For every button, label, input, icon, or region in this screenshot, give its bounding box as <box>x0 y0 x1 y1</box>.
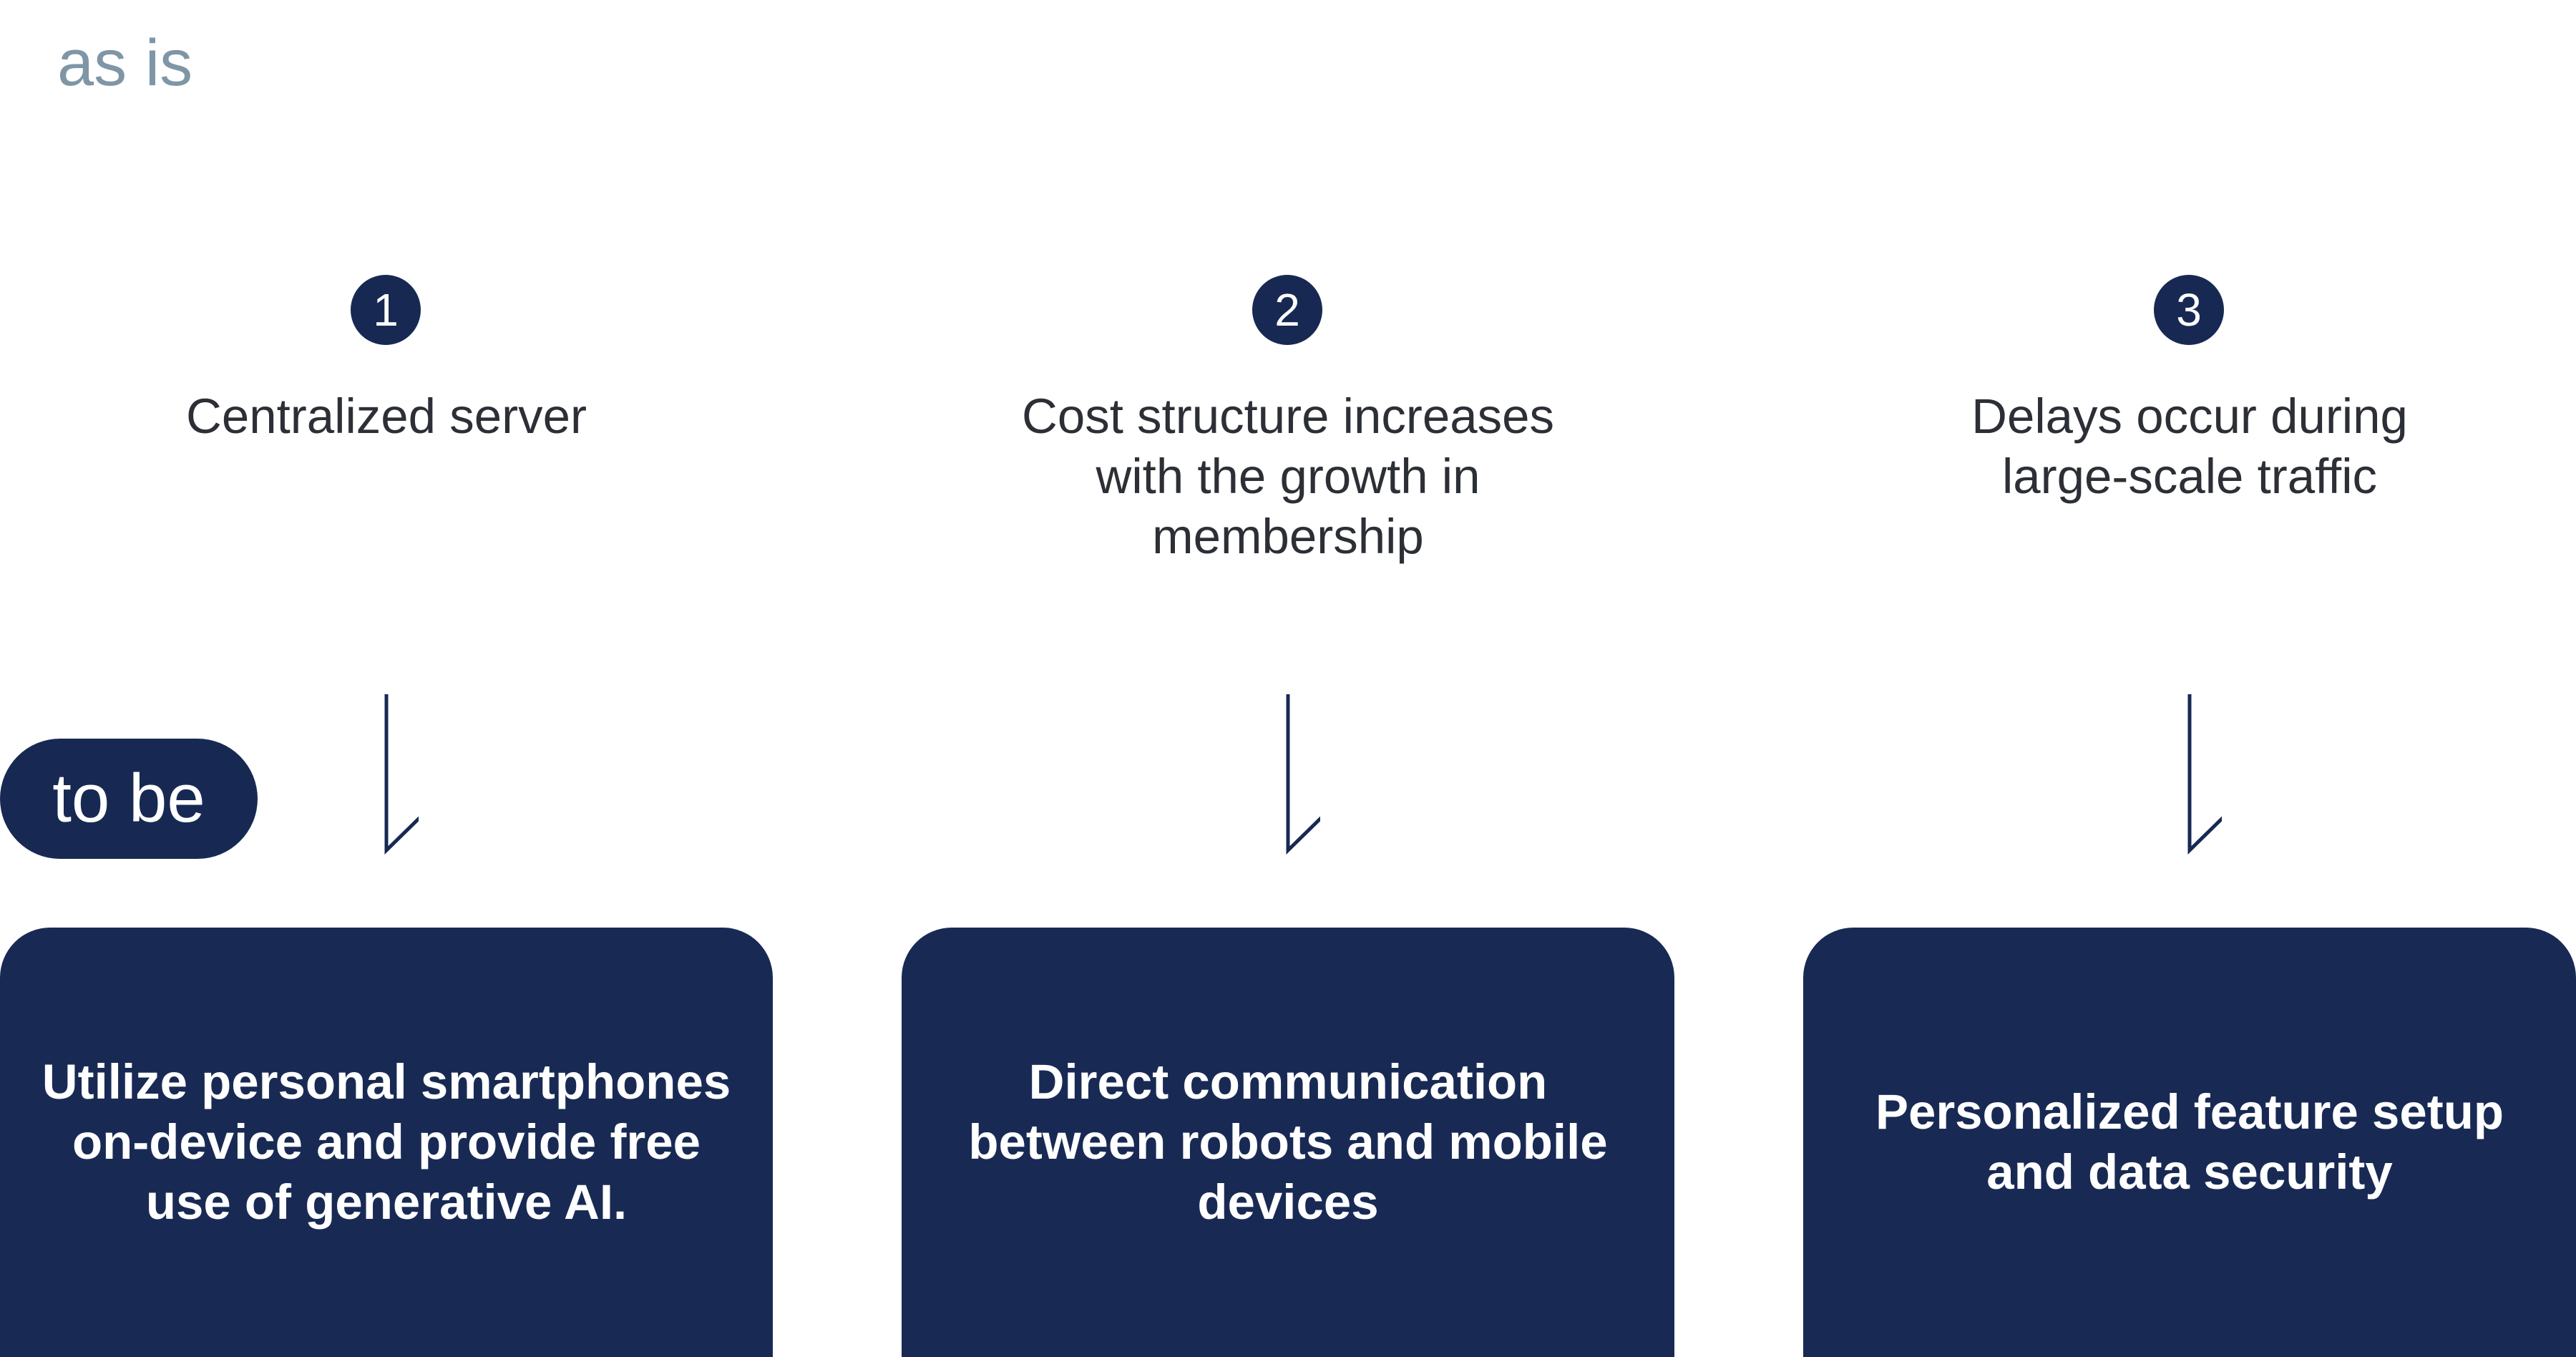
arrow-down-icon <box>1286 694 1320 855</box>
step-badge-3: 3 <box>2154 275 2224 345</box>
column-2: 2 Cost structure increases with the grow… <box>902 0 1674 1357</box>
as-is-label: as is <box>57 26 193 99</box>
arrow-down-icon <box>384 694 419 855</box>
solution-text-2: Direct communication between robots and … <box>968 1054 1608 1230</box>
to-be-label: to be <box>0 739 258 859</box>
solution-text-3: Personalized feature setup and data secu… <box>1875 1084 2504 1200</box>
step-badge-1: 1 <box>351 275 421 345</box>
solution-box-2: Direct communication between robots and … <box>902 928 1674 1357</box>
solution-text-1: Utilize personal smartphones on-device a… <box>42 1054 731 1230</box>
problem-text-3: Delays occur during large-scale traffic <box>1971 389 2408 504</box>
column-1: 1 Centralized server Utilize personal sm… <box>0 0 773 1357</box>
solution-box-3: Personalized feature setup and data secu… <box>1803 928 2576 1357</box>
arrow-down-icon <box>2187 694 2222 855</box>
step-badge-2: 2 <box>1252 275 1322 345</box>
problem-text-1: Centralized server <box>186 389 587 444</box>
solution-box-1: Utilize personal smartphones on-device a… <box>0 928 773 1357</box>
column-3: 3 Delays occur during large-scale traffi… <box>1803 0 2576 1357</box>
problem-text-2: Cost structure increases with the growth… <box>1022 389 1554 564</box>
